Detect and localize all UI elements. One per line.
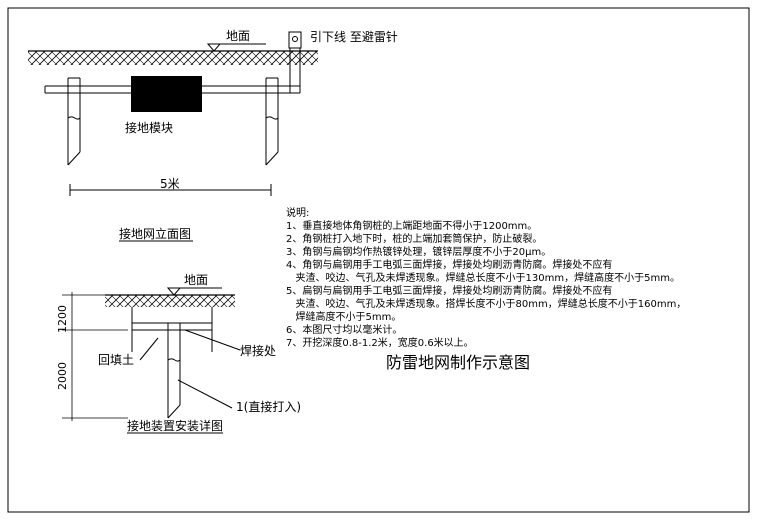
drawing-frame bbox=[7, 7, 750, 513]
weld-label: 焊接处 bbox=[240, 343, 276, 358]
note-line: 7、开挖深度0.8-1.2米，宽度0.6米以上。 bbox=[286, 336, 474, 349]
note-line: 焊缝高度不小于5mm。 bbox=[286, 310, 401, 323]
notes-heading: 说明: bbox=[286, 206, 309, 219]
notes-block: 说明: 1、垂直接地体角钢桩的上端距地面不得小于1200mm。 2、角钢桩打入地… bbox=[286, 206, 686, 349]
ground-label-top: 地面 bbox=[226, 29, 250, 43]
note-line: 夹渣、咬边、气孔及未焊透现象。焊缝总长度不小于130mm，焊缝高度不小于5mm。 bbox=[286, 271, 680, 284]
rod-right-tip bbox=[265, 151, 279, 166]
detail-ground-label: 地面 bbox=[184, 273, 208, 287]
backfill-label: 回填土 bbox=[98, 353, 134, 367]
rod-right-break bbox=[265, 116, 279, 120]
note-line: 1、垂直接地体角钢桩的上端距地面不得小于1200mm。 bbox=[286, 219, 537, 232]
dim-upper-label: 1200 bbox=[56, 305, 69, 333]
spacing-label: 5米 bbox=[160, 177, 180, 191]
ground-hatch bbox=[28, 51, 318, 65]
elevation-title: 接地网立面图 bbox=[119, 226, 191, 241]
detail-view: 地面 1200 2000 回填土 焊接处 1(直接打入) 接地装置安装详图 bbox=[56, 273, 301, 434]
detail-title: 接地装置安装详图 bbox=[127, 418, 223, 433]
rod-left-tip bbox=[67, 151, 81, 166]
note-line: 3、角钢与扁钢均作热镀锌处理，镀锌层厚度不小于20μm。 bbox=[286, 245, 551, 258]
note-line: 夹渣、咬边、气孔及未焊透现象。搭焊长度不小于80mm，焊缝总长度不小于160mm… bbox=[286, 297, 686, 310]
main-title: 防雷地网制作示意图 bbox=[386, 353, 530, 372]
top-view: 地面 引下线 至避雷针 接地模块 5米 bbox=[28, 29, 398, 196]
downlead-bolt bbox=[292, 36, 298, 42]
grounding-module bbox=[131, 76, 202, 112]
detail-ground-hatch bbox=[105, 295, 235, 307]
ground-marker-triangle bbox=[206, 43, 222, 52]
rod-label: 1(直接打入) bbox=[236, 399, 301, 414]
rod-left-break bbox=[67, 116, 81, 120]
note-line: 6、本图尺寸均以毫米计。 bbox=[286, 323, 402, 336]
detail-rod-break bbox=[167, 358, 181, 362]
downlead-clamp bbox=[288, 31, 302, 49]
detail-rod-tip bbox=[167, 404, 181, 419]
weld-leader bbox=[184, 329, 241, 351]
dim-lower-label: 2000 bbox=[56, 362, 69, 390]
module-label: 接地模块 bbox=[125, 120, 173, 135]
downlead-label: 引下线 至避雷针 bbox=[310, 29, 398, 44]
rod-leader bbox=[177, 379, 233, 409]
note-line: 2、角钢桩打入地下时，桩的上端加套筒保护，防止破裂。 bbox=[286, 232, 542, 245]
note-line: 5、扁钢与扁钢用手工电弧三面焊接，焊接处均刷沥青防腐。焊接处不应有 bbox=[286, 284, 612, 297]
detail-ground-marker-triangle bbox=[166, 287, 182, 296]
backfill-leader bbox=[139, 337, 159, 361]
note-line: 4、角钢与扁钢用手工电弧三面焊接，焊接处均刷沥青防腐。焊接处不应有 bbox=[286, 258, 612, 271]
